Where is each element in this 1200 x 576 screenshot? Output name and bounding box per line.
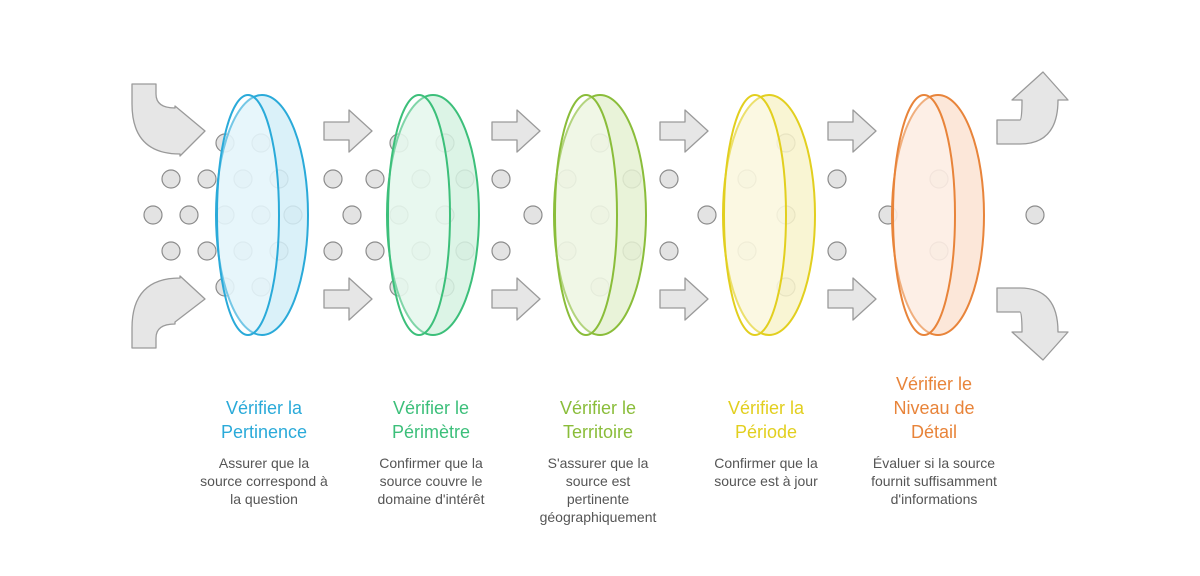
flow-arrow-icon [659, 109, 709, 153]
stage-detail-level: Vérifier le Niveau de Détail Évaluer si … [850, 372, 1018, 508]
particle-dot [827, 169, 847, 189]
flow-arrow-icon [491, 277, 541, 321]
stage-description-line: Assurer que la [218, 455, 310, 471]
stage-description-line: Confirmer que la [379, 455, 483, 471]
stage-title-line: Périmètre [391, 422, 471, 442]
stage-title-line: Vérifier la [727, 398, 805, 418]
stage-title: Vérifier la Pertinence [180, 396, 348, 444]
stage-description-line: Évaluer si la source [872, 455, 996, 471]
stage-title: Vérifier le Périmètre [347, 396, 515, 444]
stage-description-line: source est [565, 473, 631, 489]
stage-title-line: Détail [910, 422, 958, 442]
stage-title: Vérifier la Période [682, 396, 850, 444]
stage-title-line: Période [734, 422, 798, 442]
particle-dot [1025, 205, 1045, 225]
stage-description-line: Confirmer que la [714, 455, 818, 471]
stage-territory: Vérifier le Territoire S'assurer que la … [514, 396, 682, 526]
particle-dot [179, 205, 199, 225]
stage-description-line: S'assurer que la [547, 455, 649, 471]
particle-dot [161, 169, 181, 189]
filter-rings-layer [215, 94, 985, 336]
stage-title-line: Vérifier le [559, 398, 637, 418]
stage-period: Vérifier la Période Confirmer que la sou… [682, 396, 850, 490]
curved-arrow-icon [131, 83, 206, 157]
stage-title-line: Vérifier la [225, 398, 303, 418]
particle-dot [323, 169, 343, 189]
curved-arrow-icon [996, 71, 1069, 145]
particle-dot [143, 205, 163, 225]
curved-arrow-icon [996, 287, 1069, 361]
stage-description-line: domaine d'intérêt [377, 491, 485, 507]
stage-description-line: source est à jour [714, 473, 818, 489]
particle-dot [323, 241, 343, 261]
stage-title-line: Vérifier le [895, 374, 973, 394]
filter-ring-icon [891, 94, 985, 336]
flow-arrow-icon [827, 109, 877, 153]
flow-arrow-icon [323, 277, 373, 321]
filter-ring-icon [215, 94, 309, 336]
stage-description: Assurer que la source correspond à la qu… [180, 454, 348, 508]
particle-dot [659, 169, 679, 189]
particle-dot [197, 241, 217, 261]
stage-scope: Vérifier le Périmètre Confirmer que la s… [347, 396, 515, 508]
stage-description: Confirmer que la source couvre le domain… [347, 454, 515, 508]
stage-description-line: pertinente [566, 491, 630, 507]
particle-dot [491, 241, 511, 261]
stage-title: Vérifier le Territoire [514, 396, 682, 444]
stage-relevance: Vérifier la Pertinence Assurer que la so… [180, 396, 348, 508]
stage-description-line: d'informations [890, 491, 978, 507]
stage-description: S'assurer que la source est pertinente g… [514, 454, 682, 526]
flow-arrow-icon [491, 109, 541, 153]
particle-dot [697, 205, 717, 225]
flow-arrow-icon [659, 277, 709, 321]
particle-dot [197, 169, 217, 189]
stage-description-line: géographiquement [539, 509, 657, 525]
particle-dot [659, 241, 679, 261]
filter-ring-icon [553, 94, 647, 336]
stage-description-line: la question [230, 491, 298, 507]
filter-ring-icon [722, 94, 816, 336]
particle-dot [523, 205, 543, 225]
stage-title-line: Niveau de [893, 398, 975, 418]
particle-dot [342, 205, 362, 225]
stage-description: Confirmer que la source est à jour [682, 454, 850, 490]
particle-dot [827, 241, 847, 261]
arrows-layer [131, 71, 1069, 361]
particle-dot [365, 241, 385, 261]
stage-title: Vérifier le Niveau de Détail [850, 372, 1018, 444]
flow-arrow-icon [827, 277, 877, 321]
stage-title-line: Vérifier le [392, 398, 470, 418]
stage-description-line: source correspond à [200, 473, 328, 489]
stage-description-line: fournit suffisamment [871, 473, 997, 489]
filter-ring-icon [386, 94, 480, 336]
stage-description-line: source couvre le [379, 473, 483, 489]
stage-title-line: Pertinence [220, 422, 308, 442]
stage-title-line: Territoire [562, 422, 633, 442]
curved-arrow-icon [131, 275, 206, 349]
particle-dot [491, 169, 511, 189]
stage-description: Évaluer si la source fournit suffisammen… [850, 454, 1018, 508]
flow-arrow-icon [323, 109, 373, 153]
particle-dot [161, 241, 181, 261]
particle-dot [365, 169, 385, 189]
